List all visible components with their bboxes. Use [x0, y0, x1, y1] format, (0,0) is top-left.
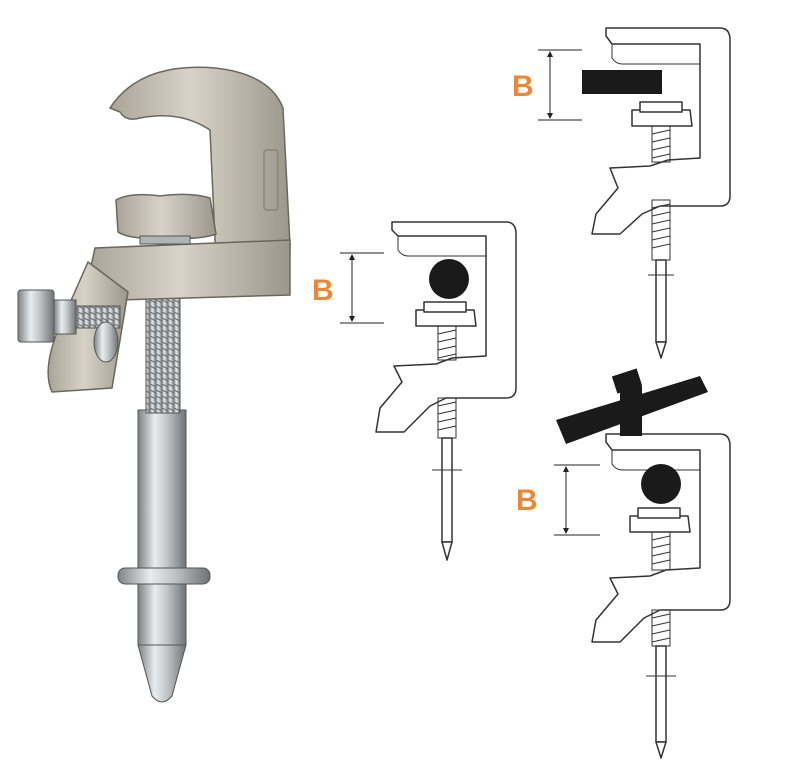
- variant-round-pipe-with-cross-bar: B: [516, 368, 731, 759]
- rectangular-bar-icon: [582, 70, 662, 94]
- variant-round-pipe: B: [312, 221, 517, 561]
- variant-rectangular-tube: B: [512, 27, 731, 359]
- clamp-photo-icon: [17, 66, 291, 703]
- dimension-label-b: B: [512, 70, 534, 103]
- round-tube-icon: [429, 259, 469, 299]
- dimension-label-b: B: [312, 274, 334, 307]
- round-tube-icon: [641, 464, 681, 504]
- dimension-label-b: B: [516, 484, 538, 517]
- cross-bar-icon: [556, 368, 708, 444]
